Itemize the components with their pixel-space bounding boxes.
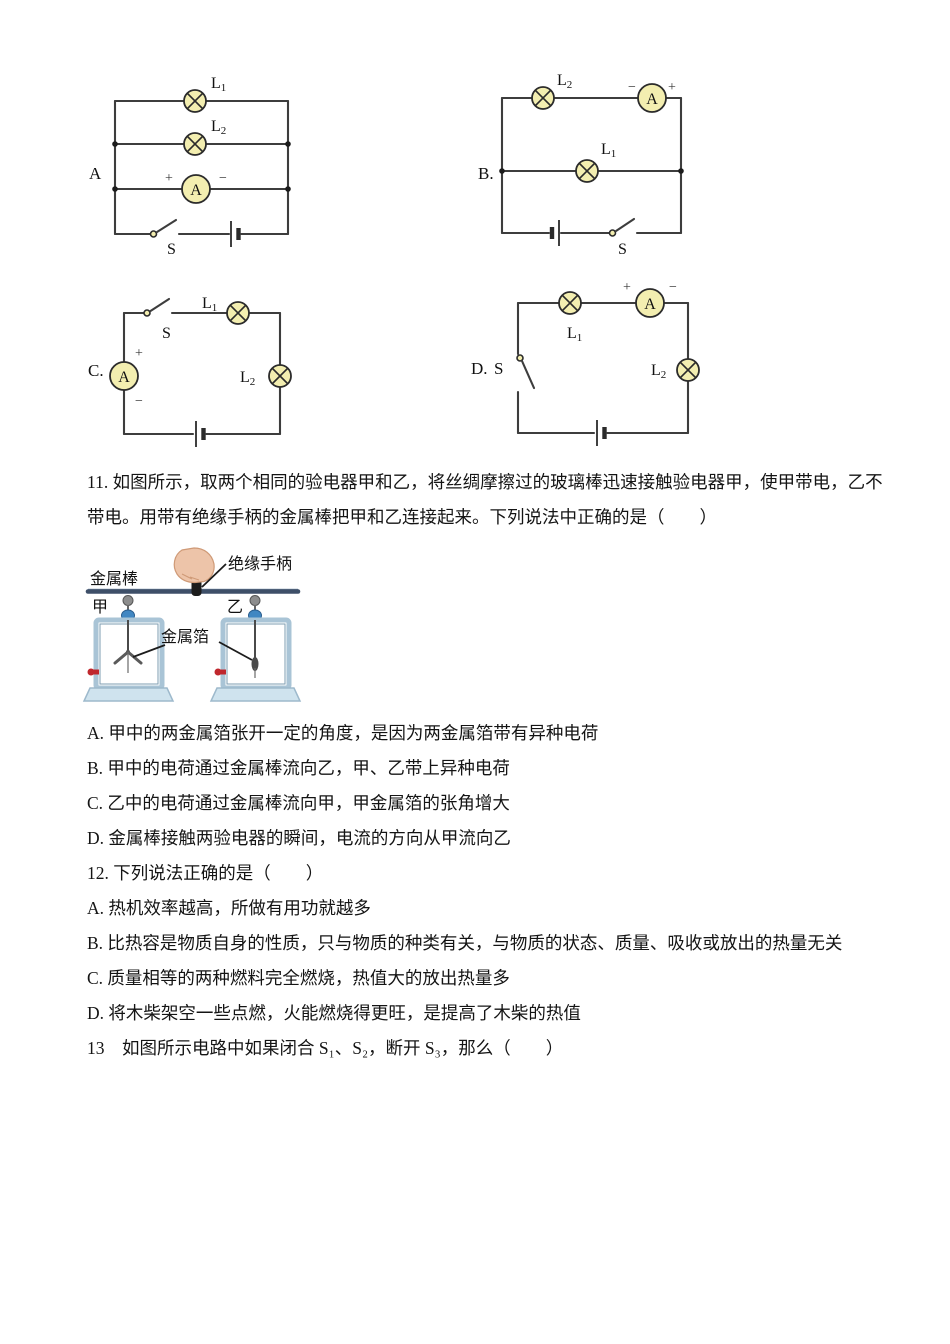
minus-sign: − (135, 394, 143, 409)
plus-sign: + (668, 80, 676, 95)
switch-pivot (608, 229, 617, 237)
metal-foil-label: 金属箔 (161, 628, 209, 646)
left-scope-label: 甲 (92, 599, 108, 616)
junction-dot (285, 186, 291, 192)
circuit-d-label: D. (471, 359, 488, 378)
terminal-ball (249, 595, 261, 606)
q11-option-d: D. 金属棒接触两验电器的瞬间，电流的方向从甲流向乙 (87, 828, 511, 848)
electroscope-figure: 金属棒 绝缘手柄 甲 乙 金属箔 (82, 547, 302, 702)
q11-option-b: B. 甲中的电荷通过金属棒流向乙，甲、乙带上异种电荷 (87, 758, 510, 778)
q12-option-a: A. 热机效率越高，所做有用功就越多 (87, 898, 371, 918)
ammeter-letter: A (118, 369, 130, 386)
pointer-line-foil-left (132, 644, 166, 658)
circuit-c-label: C. (88, 361, 104, 380)
scope-base (82, 687, 175, 702)
circuit-b-label: B. (478, 164, 494, 183)
junction-dot (112, 186, 118, 192)
terminal-ball (122, 595, 134, 606)
switch-label: S (162, 325, 171, 342)
question-12-stem: 12. 下列说法正确的是（ ） (87, 863, 324, 883)
circuit-diagram-c: C. S L1 + A − L2 (88, 295, 292, 447)
q11-option-a: A. 甲中的两金属箔张开一定的角度，是因为两金属箔带有异种电荷 (87, 723, 599, 743)
hand (173, 547, 215, 584)
question-11-stem-line-1: 11. 如图所示，取两个相同的验电器甲和乙，将丝绸摩擦过的玻璃棒迅速接触验电器甲… (87, 472, 883, 492)
switch-pivot (149, 230, 158, 238)
minus-sign: − (669, 280, 677, 295)
lamp-l1-label: L1 (601, 141, 616, 160)
circuit-diagram-a: A S L1 L2 + − A (89, 75, 291, 258)
lamp-cross (534, 89, 552, 107)
question-11-stem-line-2: 带电。用带有绝缘手柄的金属棒把甲和乙连接起来。下列说法中正确的是（ ） (87, 507, 717, 527)
question-13-stem: 13 如图所示电路中如果闭合 S₁、S₂，断开 S₃，那么（ ） (87, 1038, 564, 1058)
lamp-l1-label: L1 (202, 295, 217, 314)
knob (87, 668, 95, 676)
plus-sign: + (165, 171, 173, 186)
lamp-l1-label: L1 (567, 325, 582, 344)
lamp-cross (229, 304, 247, 322)
scope-base (209, 687, 302, 702)
knob-stem (93, 669, 99, 675)
ammeter-letter: A (644, 296, 656, 313)
ammeter-symbol (635, 288, 665, 318)
plus-sign: + (623, 280, 631, 295)
lamp-cross (186, 92, 204, 110)
lamp-l2-label: L2 (240, 369, 255, 388)
knob-stem (220, 669, 226, 675)
lamp-cross (561, 294, 579, 312)
switch-pivot (516, 354, 524, 362)
circuit-diagram-d: D. S L1 + − A L2 (471, 280, 700, 446)
lamp-cross (271, 367, 289, 385)
switch-lever (155, 218, 178, 234)
hand-fingers (181, 573, 200, 581)
pointer-line-foil-right (218, 641, 253, 661)
switch-lever (520, 359, 536, 390)
minus-sign: − (628, 80, 636, 95)
foil-right-spread (126, 650, 143, 665)
lamp-l2-label: L2 (211, 118, 226, 137)
lamp-l2-label: L2 (651, 362, 666, 381)
junction-dot (678, 168, 684, 174)
ammeter-symbol (181, 174, 211, 204)
foil-left-spread (113, 650, 130, 665)
foil-hanging (251, 657, 259, 671)
lamp-l2-label: L2 (557, 72, 572, 91)
lamp-l1-label: L1 (211, 75, 226, 94)
switch-lever (149, 297, 171, 313)
switch-label: S (618, 241, 627, 258)
circuit-a-label: A (89, 164, 102, 183)
plus-sign: + (135, 346, 143, 361)
q12-option-d: D. 将木柴架空一些点燃，火能燃烧得更旺，是提高了木柴的热值 (87, 1003, 581, 1023)
junction-dot (285, 141, 291, 147)
ammeter-letter: A (190, 182, 202, 199)
ammeter-symbol (637, 83, 667, 113)
lamp-cross (186, 135, 204, 153)
insulating-handle-label: 绝缘手柄 (228, 555, 292, 573)
ammeter-letter: A (646, 91, 658, 108)
ammeter-symbol (109, 361, 139, 391)
q12-option-c: C. 质量相等的两种燃料完全燃烧，热值大的放出热量多 (87, 968, 510, 988)
metal-rod-label: 金属棒 (90, 570, 138, 588)
switch-label: S (494, 359, 503, 378)
q11-option-c: C. 乙中的电荷通过金属棒流向甲，甲金属箔的张角增大 (87, 793, 510, 813)
knob (214, 668, 222, 676)
junction-dot (499, 168, 505, 174)
switch-lever (614, 217, 636, 233)
circuit-diagram-b: B. L2 − + A L1 S (478, 72, 684, 258)
junction-dot (112, 141, 118, 147)
lamp-cross (578, 162, 596, 180)
minus-sign: − (219, 171, 227, 186)
switch-pivot (143, 309, 151, 317)
lamp-cross (679, 361, 697, 379)
pointer-line-handle (201, 563, 227, 588)
q12-option-b: B. 比热容是物质自身的性质，只与物质的种类有关，与物质的状态、质量、吸收或放出… (87, 933, 843, 953)
right-scope-label: 乙 (227, 599, 243, 616)
switch-label: S (167, 241, 176, 258)
